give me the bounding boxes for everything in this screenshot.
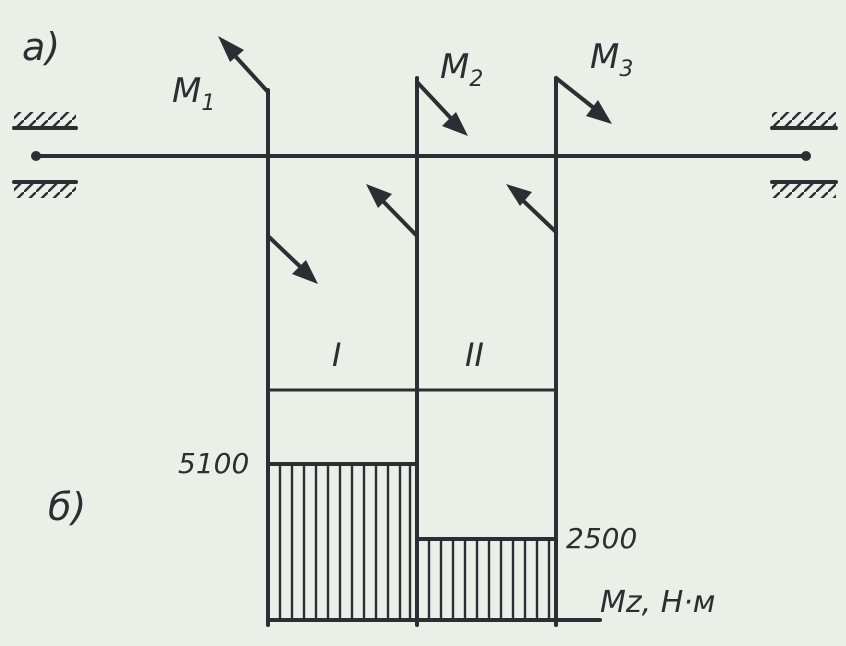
right-fixed-support — [770, 112, 838, 198]
torque-diagram — [266, 462, 602, 622]
section-guide-lines — [266, 76, 558, 627]
part-label-b: б) — [48, 485, 86, 529]
axis-label-mz: Mz, Н·м — [600, 585, 715, 620]
value-label-5100: 5100 — [178, 447, 249, 480]
section-label-1: I — [332, 336, 341, 374]
shaft — [31, 151, 811, 161]
torque-block-section-1 — [266, 462, 419, 618]
left-fixed-support — [12, 112, 78, 198]
moment-m1-arrows — [218, 36, 318, 284]
section-label-2: II — [465, 336, 484, 374]
moment-label-m3: M3 — [590, 37, 633, 82]
part-label-a: а) — [22, 25, 60, 69]
value-label-2500: 2500 — [566, 522, 637, 555]
moment-m2-arrows — [366, 80, 468, 238]
moment-m3-arrows — [506, 76, 612, 234]
moment-label-m1: M1 — [172, 71, 215, 116]
torque-block-section-2 — [415, 537, 558, 618]
moment-label-m2: M2 — [440, 47, 483, 92]
